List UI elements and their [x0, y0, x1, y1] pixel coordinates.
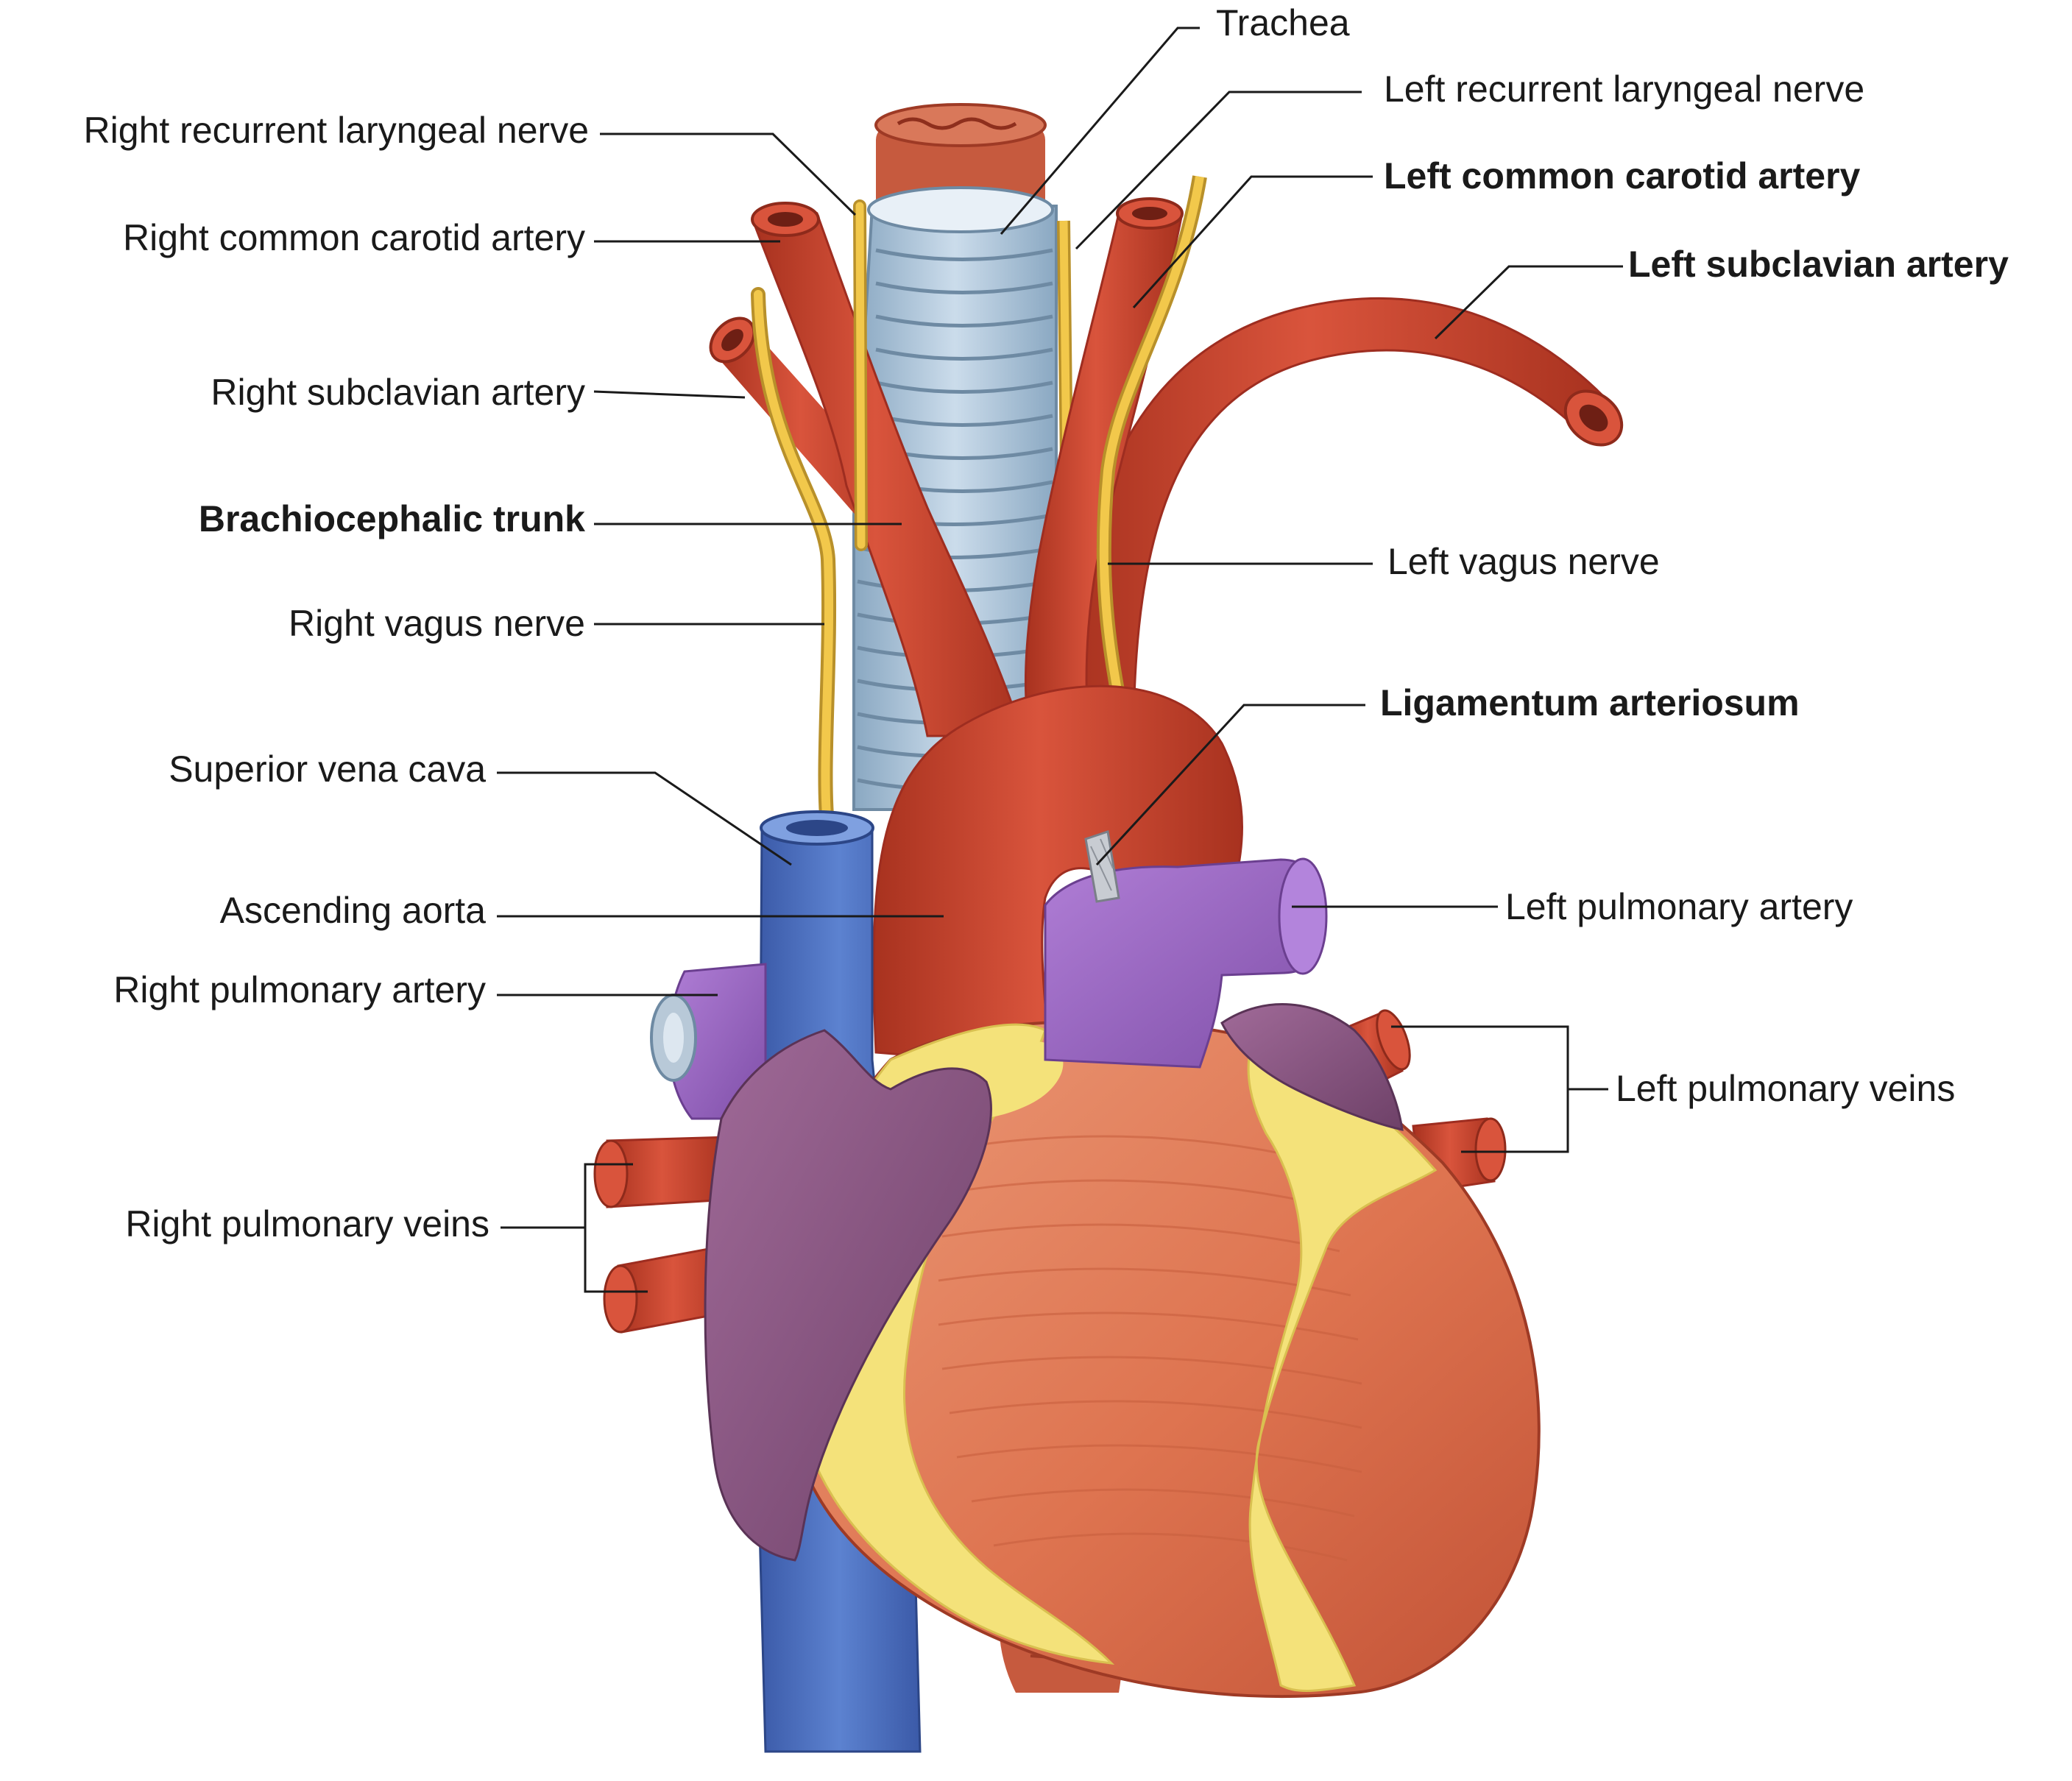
label-right-vagus-nerve: Right vagus nerve	[288, 603, 585, 644]
right-atrium-shape	[704, 1029, 992, 1562]
label-ligamentum-arteriosum: Ligamentum arteriosum	[1380, 682, 1800, 723]
label-left-recurrent-laryngeal-nerve: Left recurrent laryngeal nerve	[1384, 68, 1865, 110]
label-brachiocephalic-trunk: Brachiocephalic trunk	[198, 498, 585, 539]
label-right-pulmonary-veins: Right pulmonary veins	[125, 1203, 489, 1244]
right-nerves-shape	[751, 199, 868, 839]
label-right-subclavian-artery: Right subclavian artery	[211, 372, 585, 413]
label-right-pulmonary-artery: Right pulmonary artery	[113, 969, 486, 1010]
label-left-common-carotid-artery: Left common carotid artery	[1384, 155, 1861, 196]
label-left-vagus-nerve: Left vagus nerve	[1387, 541, 1660, 582]
right-pulmonary-artery-shape	[650, 963, 767, 1120]
label-trachea: Trachea	[1216, 2, 1350, 43]
left-pulmonary-artery-shape	[1044, 857, 1328, 1069]
label-right-common-carotid-artery: Right common carotid artery	[122, 217, 585, 258]
leader-lines	[497, 26, 1623, 1293]
label-ascending-aorta: Ascending aorta	[219, 890, 486, 931]
left-subclavian-artery-shape	[1066, 297, 1624, 745]
label-right-recurrent-laryngeal-nerve: Right recurrent laryngeal nerve	[83, 110, 589, 151]
label-left-subclavian-artery: Left subclavian artery	[1628, 244, 2009, 285]
left-atrium-shape	[1220, 1003, 1404, 1131]
label-left-pulmonary-veins: Left pulmonary veins	[1616, 1068, 1956, 1109]
label-left-pulmonary-artery: Left pulmonary artery	[1505, 886, 1853, 927]
label-superior-vena-cava: Superior vena cava	[169, 748, 486, 790]
